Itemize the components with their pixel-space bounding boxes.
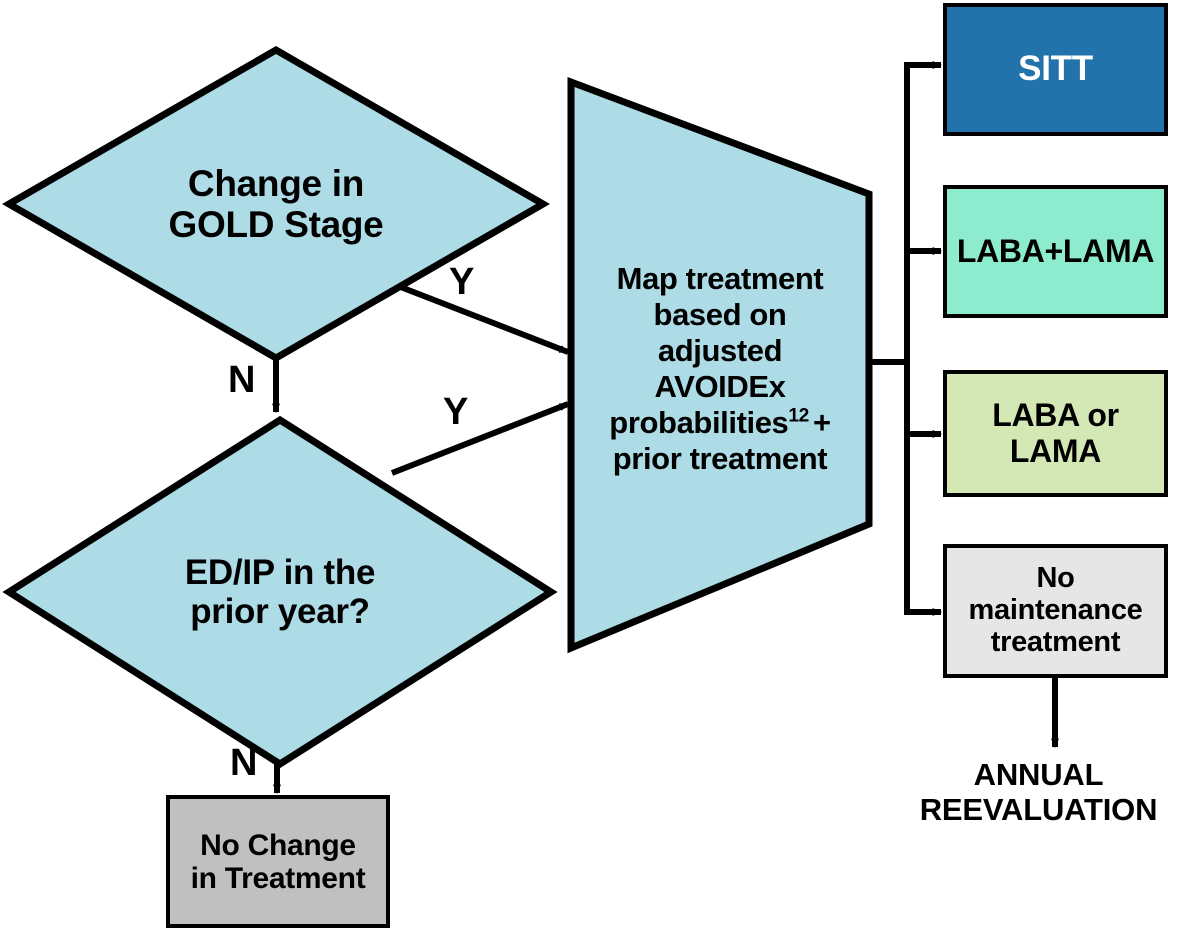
process-superscript-reference: 12: [788, 405, 809, 427]
process-plus-sign: +: [812, 404, 831, 440]
edge-label-edip-yes: Y: [443, 391, 469, 433]
outcome-no-change-line-1: No Change: [200, 828, 356, 862]
decision-change-in-gold-stage[interactable]: Change in GOLD Stage: [1, 45, 551, 363]
outcome-no-maintenance-line-3: treatment: [990, 625, 1121, 658]
process-line-3: adjusted: [657, 333, 783, 369]
decision-gold-line-1: Change in: [187, 162, 365, 204]
hexagon-shape-process: [567, 76, 873, 654]
outcome-laba-or-lama[interactable]: LABA or LAMA: [943, 370, 1168, 497]
process-line-2: based on: [653, 297, 787, 333]
process-line-5-text: probabilities: [609, 404, 789, 440]
annual-reevaluation-line-2: REEVALUATION: [919, 791, 1158, 827]
outcome-laba-plus-lama[interactable]: LABA+LAMA: [943, 185, 1168, 318]
outcome-no-change-line-2: in Treatment: [190, 861, 366, 895]
annual-reevaluation-line-1: ANNUAL: [973, 757, 1104, 792]
diamond-shape-edip: [2, 415, 558, 769]
outcome-no-change-in-treatment[interactable]: No Change in Treatment: [166, 795, 390, 928]
outcome-sitt[interactable]: SITT: [943, 3, 1168, 136]
process-line-5: probabilities12+: [609, 404, 831, 441]
decision-edip-prior-year[interactable]: ED/IP in the prior year?: [2, 415, 558, 769]
decision-gold-line-2: GOLD Stage: [168, 204, 384, 245]
decision-edip-line-2: prior year?: [190, 592, 370, 631]
outcome-sitt-label: SITT: [1018, 49, 1093, 89]
process-line-6: prior treatment: [612, 440, 828, 476]
diamond-shape-gold: [1, 45, 551, 363]
edge-label-edip-no: N: [230, 742, 258, 784]
process-line-4: AVOIDEx: [654, 369, 786, 404]
outcome-laba-or-lama-line-1: LABA or: [992, 397, 1119, 434]
annual-reevaluation-label: ANNUAL REEVALUATION: [896, 757, 1181, 827]
edge-label-gold-no: N: [228, 359, 256, 401]
edge-label-gold-yes: Y: [449, 261, 475, 303]
process-line-1: Map treatment: [616, 261, 824, 297]
decision-edip-line-1: ED/IP in the: [184, 552, 376, 592]
outcome-laba-or-lama-line-2: LAMA: [1009, 432, 1102, 469]
outcome-no-maintenance-line-2: maintenance: [968, 594, 1143, 627]
process-map-treatment[interactable]: Map treatment based on adjusted AVOIDEx …: [565, 76, 875, 654]
outcome-no-maintenance-line-1: No: [1036, 562, 1075, 595]
outcome-laba-plus-lama-label: LABA+LAMA: [956, 232, 1155, 269]
outcome-no-maintenance-treatment[interactable]: No maintenance treatment: [943, 544, 1168, 678]
